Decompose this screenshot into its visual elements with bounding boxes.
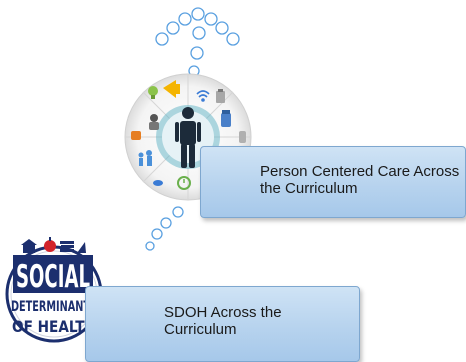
books-icon <box>60 241 74 252</box>
hand-icon <box>131 131 141 140</box>
sdoh-card: SDOH Across the Curriculum <box>85 286 360 362</box>
teal-mark-icon <box>239 131 246 143</box>
bubble <box>204 12 218 26</box>
bubble <box>172 206 184 218</box>
bubble <box>226 32 240 46</box>
bubble <box>166 21 180 35</box>
person-centered-care-card: Person Centered Care Across the Curricul… <box>200 146 466 218</box>
school-icon <box>21 239 37 253</box>
dna-icon <box>77 242 86 253</box>
family-icon <box>138 150 152 166</box>
logo-line-health: OF HEALTH <box>12 317 96 336</box>
bubble <box>151 228 163 240</box>
megaphone-icon <box>163 80 180 98</box>
bubble <box>215 21 229 35</box>
bubble <box>160 217 172 229</box>
clipboard-icon <box>216 89 225 103</box>
chain-bubbles-icon <box>145 7 240 251</box>
doctor-icon <box>149 114 159 130</box>
wifi-icon <box>196 90 210 102</box>
medicine-icon <box>153 180 163 186</box>
logo-line-determinants: DETERMINANTS <box>11 299 97 315</box>
alarm-clock-icon <box>177 176 191 190</box>
person-centered-care-label: Person Centered Care Across the Curricul… <box>260 163 460 197</box>
bubble <box>192 26 206 40</box>
medicine-icon <box>221 110 231 127</box>
bubble <box>145 241 155 251</box>
sdoh-label: SDOH Across the Curriculum <box>164 304 282 338</box>
bubble <box>155 32 169 46</box>
logo-line-social: SOCIAL <box>16 259 90 295</box>
bubble <box>178 12 192 26</box>
bubble <box>191 7 205 21</box>
bubble <box>190 46 204 60</box>
lightbulb-icon <box>148 86 158 99</box>
apple-icon <box>44 237 56 252</box>
person-icon <box>175 107 201 168</box>
